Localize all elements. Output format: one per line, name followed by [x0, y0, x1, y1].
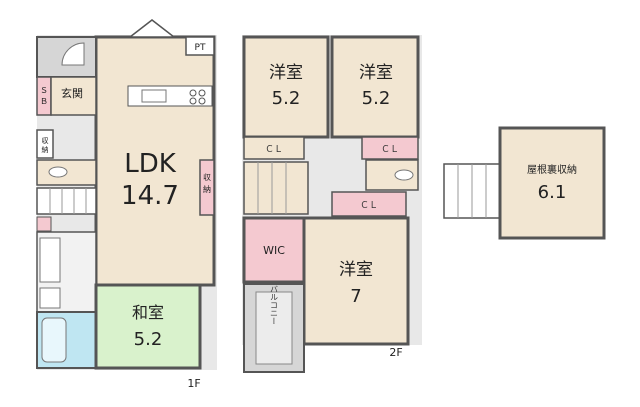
ldk-label: LDK	[124, 149, 177, 179]
ldk-room	[94, 35, 216, 287]
stove-burner-1	[189, 89, 197, 97]
sb-label-2: Ｂ	[40, 97, 48, 106]
pt-label: PT	[195, 43, 206, 53]
genkan-label: 玄関	[61, 86, 83, 100]
attic-room	[498, 126, 606, 240]
linen-storage	[36, 216, 52, 232]
cl1-label: ＣＬ	[265, 145, 283, 155]
stove-burner-2	[198, 89, 206, 97]
balcony-label: バルコニー	[270, 285, 279, 325]
genkan-room	[50, 76, 97, 116]
first-floor: PT 収 納 LDK 14.7 Ｓ Ｂ 玄関 収 納	[36, 19, 217, 390]
sb-box	[36, 76, 52, 116]
storage-1f-label-1: 収	[42, 137, 49, 145]
cl2-label: ＣＬ	[381, 145, 399, 155]
entry-door	[61, 42, 85, 66]
cl3-label: ＣＬ	[360, 201, 378, 211]
washitsu-label: 和室	[132, 303, 164, 322]
sb-label-1: Ｓ	[40, 86, 48, 95]
first-floor-label: 1F	[187, 377, 200, 390]
cl2-box	[361, 136, 419, 160]
washing-machine	[39, 287, 61, 309]
yoshitsu3-label: 洋室	[339, 260, 373, 280]
kitchen-sink	[141, 89, 167, 103]
stove-burner-4	[198, 97, 206, 105]
second-floor-label: 2F	[389, 346, 402, 359]
pt-box	[185, 36, 215, 56]
storage-ldk-label-1: 収	[203, 172, 211, 182]
washitsu-size: 5.2	[134, 329, 163, 350]
toilet-2f-bowl	[394, 169, 414, 181]
washitsu-room	[94, 283, 202, 370]
yoshitsu2-room	[330, 35, 420, 139]
wic-label: WIC	[263, 244, 285, 257]
toilet-1f-bowl	[48, 166, 68, 178]
attic-label: 屋根裏収納	[527, 163, 577, 176]
yoshitsu1-room	[242, 35, 330, 139]
cl1-box	[243, 136, 305, 160]
attic-size: 6.1	[538, 182, 567, 203]
attic-floor: 屋根裏収納 6.1	[443, 126, 606, 240]
bathtub	[41, 317, 67, 363]
hall-2f	[243, 161, 309, 215]
yoshitsu2-label: 洋室	[359, 63, 393, 83]
yoshitsu2-size: 5.2	[362, 88, 391, 109]
bay-window	[127, 19, 177, 38]
storage-ldk-label-2: 納	[203, 184, 211, 194]
yoshitsu3-size: 7	[350, 286, 361, 307]
stove-burner-3	[189, 97, 197, 105]
ldk-size: 14.7	[121, 181, 179, 211]
cl3-box	[331, 191, 407, 217]
balcony-floor	[255, 291, 293, 365]
storage-ldk	[199, 159, 215, 216]
storage-1f	[36, 129, 54, 159]
yoshitsu3-room	[302, 216, 410, 346]
storage-1f-label-2: 納	[42, 145, 49, 154]
yoshitsu1-size: 5.2	[272, 88, 301, 109]
yoshitsu1-label: 洋室	[269, 63, 303, 83]
stairs-1f	[36, 187, 97, 215]
second-floor: 洋室 5.2 ＣＬ 洋室 5.2 ＣＬ ＣＬ WIC 洋室 7 バルコニー 2F	[242, 35, 422, 373]
wash-basin	[39, 237, 61, 283]
